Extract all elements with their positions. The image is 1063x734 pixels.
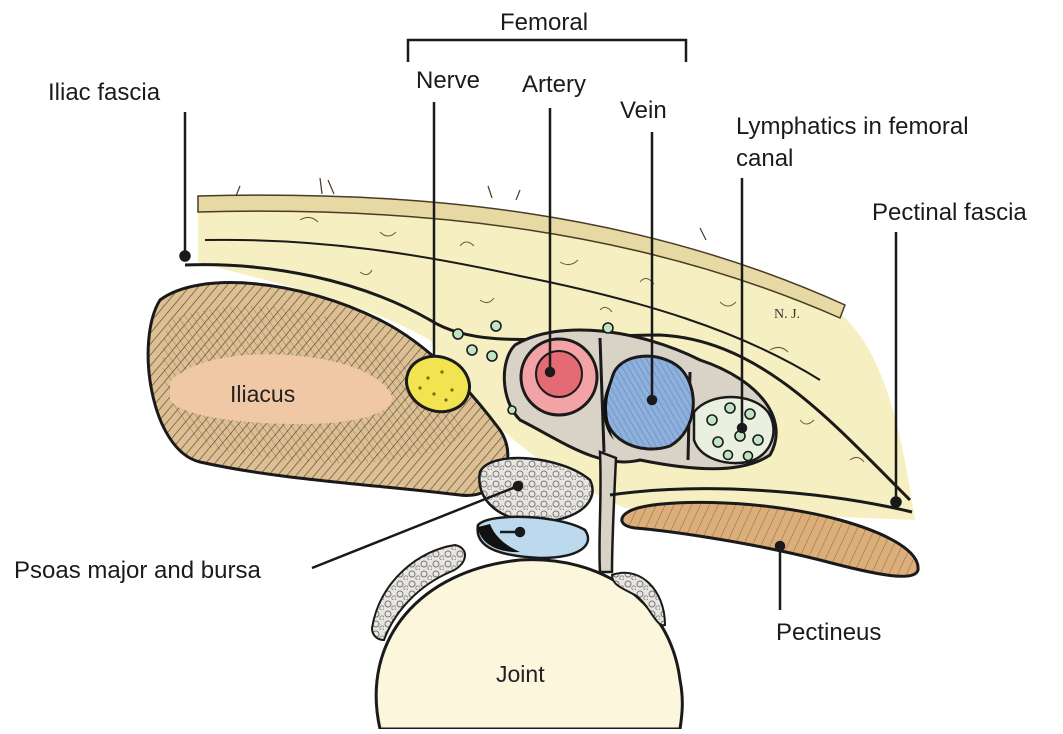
sheath-stalk xyxy=(599,452,616,572)
label-iliacus: Iliacus xyxy=(230,381,295,407)
label-lymphatics-line1: Lymphatics in femoral xyxy=(736,113,969,140)
artist-signature: N. J. xyxy=(774,307,800,322)
label-artery: Artery xyxy=(522,71,586,98)
label-nerve: Nerve xyxy=(416,67,480,94)
label-pectineus: Pectineus xyxy=(776,619,881,646)
label-vein: Vein xyxy=(620,97,667,124)
label-lymphatics-line2: canal xyxy=(736,145,793,172)
femoral-bracket xyxy=(408,40,686,62)
label-pectinal-fascia: Pectinal fascia xyxy=(872,199,1027,226)
label-iliac-fascia: Iliac fascia xyxy=(48,79,161,106)
label-psoas: Psoas major and bursa xyxy=(14,557,261,584)
femoral-artery-lumen xyxy=(536,351,582,397)
label-femoral: Femoral xyxy=(500,9,588,36)
label-joint: Joint xyxy=(496,661,545,687)
